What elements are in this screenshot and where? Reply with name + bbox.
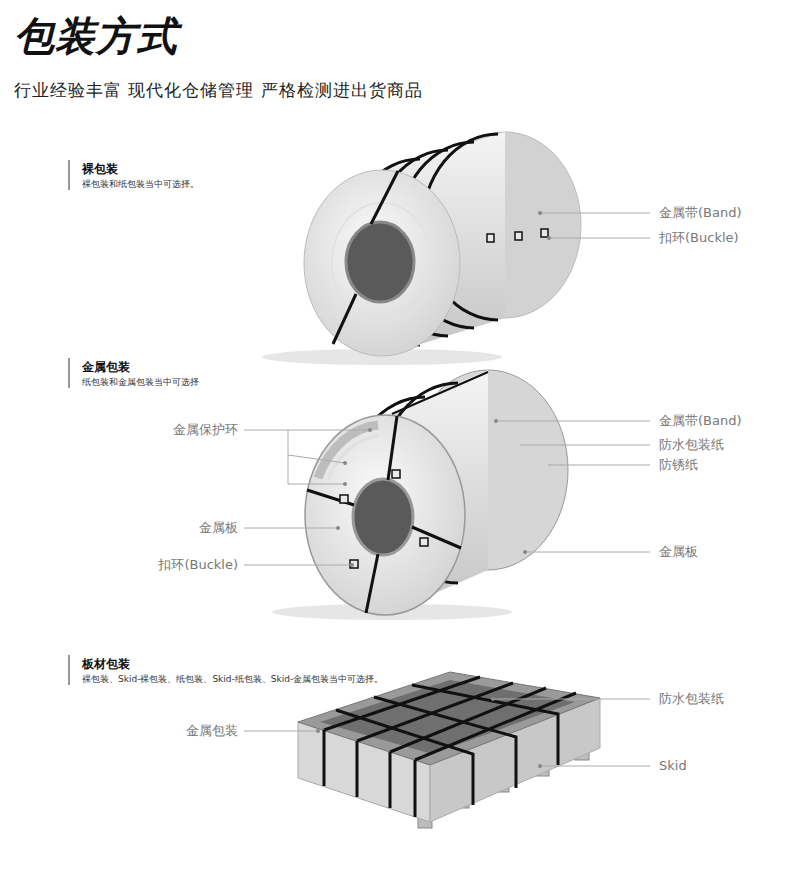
section-note: 纸包装和金属包装当中可选择 bbox=[82, 377, 199, 388]
part-label: 金属带(Band) bbox=[657, 205, 744, 221]
section-note: 裸包装、Skid-裸包装、纸包装、Skid-纸包装、Skid-金属包装当中可选择… bbox=[82, 674, 383, 685]
section-heading: 板材包装 bbox=[82, 657, 130, 671]
part-label: 金属板 bbox=[657, 544, 700, 560]
part-label: 防锈纸 bbox=[657, 457, 700, 473]
sheet-package bbox=[298, 672, 600, 828]
part-label: 金属包装 bbox=[184, 723, 240, 739]
section-heading: 裸包装 bbox=[82, 162, 118, 176]
part-label: 防水包装纸 bbox=[657, 437, 726, 453]
bare-coil bbox=[262, 132, 581, 365]
part-label: 金属保护环 bbox=[171, 422, 240, 438]
part-label: 扣环(Buckle) bbox=[156, 557, 240, 573]
part-label: 扣环(Buckle) bbox=[657, 230, 741, 246]
part-label: Skid bbox=[657, 758, 689, 774]
leader-line bbox=[538, 211, 650, 240]
part-label: 金属带(Band) bbox=[657, 413, 744, 429]
leader-line bbox=[244, 419, 650, 567]
leader-line bbox=[244, 697, 650, 768]
part-label: 金属板 bbox=[197, 520, 240, 536]
subtitle: 行业经验丰富 现代化仓储管理 严格检测进出货商品 bbox=[14, 80, 423, 100]
section-heading: 金属包装 bbox=[82, 360, 130, 374]
section-bar bbox=[68, 160, 70, 685]
metal-packed-coil bbox=[272, 370, 568, 620]
section-note: 裸包装和纸包装当中可选择。 bbox=[82, 179, 199, 190]
part-label: 防水包装纸 bbox=[657, 691, 726, 707]
page-title: 包装方式 bbox=[14, 12, 178, 60]
